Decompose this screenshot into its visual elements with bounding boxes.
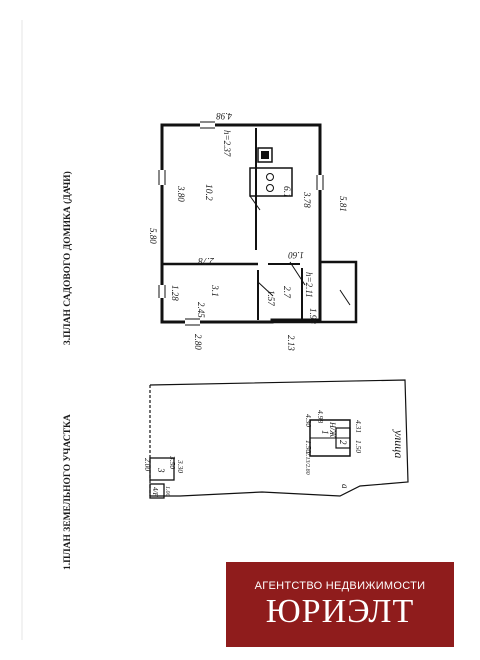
height-h2: h=2.11 <box>304 272 314 298</box>
dim-left: 5.80 <box>148 228 158 244</box>
dim-small-w: 1.28 <box>170 285 180 301</box>
site-b1-code: Н/Ж <box>328 421 337 438</box>
street-label: улица <box>392 429 406 458</box>
dim-main-width: 3.80 <box>176 185 186 202</box>
area-small: 3.1 <box>209 284 219 297</box>
agency-banner: АГЕНТСТВО НЕДВИЖИМОСТИ ЮРИЭЛТ <box>226 562 454 647</box>
site-b3-top: 3.50 <box>168 455 177 469</box>
height-h1: h=2.37 <box>222 130 232 157</box>
dim-small-h: 2.45 <box>196 302 206 318</box>
site-b1-side: 4.30 <box>304 414 313 427</box>
site-b2-number: 2 <box>338 440 348 445</box>
dim-bottom-right: 2.13 <box>286 335 296 351</box>
site-labels: 1 Н/Ж 2 3 4/F 4.98 4.30 4.31 1.50 2.13/2… <box>143 410 406 497</box>
dim-room-top: 2.78 <box>198 256 214 266</box>
dim-bottom-left: 2.80 <box>193 334 203 350</box>
dim-inner-height: 3.78 <box>302 191 312 208</box>
site-plan <box>149 379 409 499</box>
dim-right: 5.81 <box>338 196 348 212</box>
dim-top: 4.98 <box>216 111 232 121</box>
site-b4-dim: 1.00 <box>164 486 170 497</box>
site-b1-number: 1 <box>320 430 330 435</box>
house-dimensions: 4.98 5.80 5.81 2.80 2.13 3.80 3.78 1.60 … <box>148 111 348 351</box>
area-kitchen: 6.1 <box>281 186 291 198</box>
site-b1-top: 4.98 <box>316 410 325 423</box>
site-b1-right: 4.31 <box>354 420 363 433</box>
agency-logo-text: ЮРИЭЛТ <box>265 592 415 630</box>
house-plan-title: 3.ПЛАН САДОВОГО ДОМИКА (ДАЧИ) <box>62 171 73 345</box>
dim-corridor: 1.60 <box>288 250 304 260</box>
dim-hall-b: 1.98 <box>308 308 318 324</box>
area-hall: 2.7 <box>281 286 291 299</box>
agency-caption: АГЕНТСТВО НЕДВИЖИМОСТИ <box>254 579 426 592</box>
area-main: 10.2 <box>203 184 213 201</box>
house-room-areas: 10.2 6.1 3.1 2.7 <box>203 184 291 299</box>
house-plan <box>158 121 358 326</box>
site-b3-number: 3 <box>156 467 166 473</box>
site-b2-small: 2.13/2.80 <box>304 452 310 475</box>
site-b3-side: 2.00 <box>143 458 152 471</box>
site-b2-left: 1.50 <box>304 440 313 453</box>
site-b3-bottom: 3.30 <box>176 459 185 473</box>
site-plan-title: 1.ПЛАН ЗЕМЕЛЬНОГО УЧАСТКА <box>63 414 73 570</box>
site-corner-mark: a <box>340 484 350 489</box>
dim-hall-w: 1.57 <box>266 290 276 306</box>
site-b4-number: 4/F <box>151 487 159 497</box>
site-b2-right: 1.50 <box>354 440 363 453</box>
